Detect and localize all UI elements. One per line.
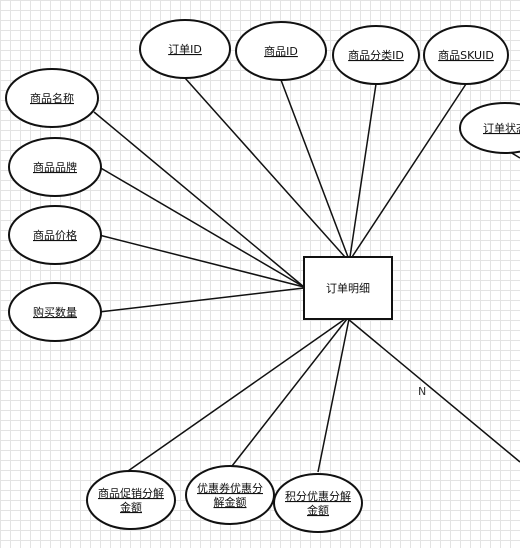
attribute-label-line1: 商品促销分解: [98, 486, 164, 500]
attribute-product-name[interactable]: 商品名称: [5, 68, 99, 128]
attribute-label-line1: 积分优惠分解: [285, 489, 351, 503]
attribute-label: 商品名称: [30, 91, 74, 105]
edge-promotion-amount: [127, 318, 346, 472]
attribute-label: 商品SKUID: [438, 48, 494, 62]
attribute-product-id[interactable]: 商品ID: [235, 21, 327, 81]
attribute-label: 订单状态: [483, 121, 520, 135]
attribute-label-line2: 解金额: [214, 495, 247, 509]
edge-product-sku-id: [351, 83, 467, 258]
attribute-label: 订单ID: [168, 43, 202, 56]
attribute-points-amount[interactable]: 积分优惠分解 金额: [273, 473, 363, 533]
attribute-label: 商品分类ID: [348, 48, 404, 62]
edge-product-name: [93, 111, 305, 288]
edge-purchase-quantity: [98, 287, 305, 313]
attribute-label: 商品ID: [264, 44, 298, 58]
edge-product-price: [98, 234, 305, 288]
edge-product-id: [280, 79, 349, 258]
connector-lines: [93, 77, 520, 473]
attribute-coupon-amount[interactable]: 优惠券优惠分 解金额: [185, 465, 275, 525]
attribute-product-price[interactable]: 商品价格: [8, 205, 102, 265]
entity-order-detail[interactable]: 订单明细: [303, 256, 393, 320]
attribute-purchase-quantity[interactable]: 购买数量: [8, 282, 102, 342]
cardinality-label: N: [418, 385, 426, 398]
attribute-label: 商品品牌: [33, 160, 77, 174]
entity-label: 订单明细: [326, 282, 370, 295]
edge-points-amount: [317, 318, 350, 473]
attribute-product-sku-id[interactable]: 商品SKUID: [423, 25, 509, 85]
attribute-promotion-amount[interactable]: 商品促销分解 金额: [86, 470, 176, 530]
attribute-label-line2: 金额: [307, 503, 329, 517]
attribute-label: 购买数量: [33, 305, 77, 319]
edge-order-id: [184, 77, 346, 258]
attribute-label-line1: 优惠券优惠分: [197, 481, 263, 495]
attribute-order-status[interactable]: 订单状态: [459, 102, 520, 154]
attribute-order-id[interactable]: 订单ID: [139, 19, 231, 79]
attribute-label-line2: 金额: [120, 500, 142, 514]
attribute-product-category-id[interactable]: 商品分类ID: [332, 25, 420, 85]
edge-product-category-id: [349, 83, 377, 258]
attribute-product-brand[interactable]: 商品品牌: [8, 137, 102, 197]
edge-relationship: [347, 318, 520, 463]
edge-product-brand: [98, 166, 305, 288]
edge-coupon-amount: [231, 318, 348, 467]
attribute-label: 商品价格: [33, 228, 77, 242]
